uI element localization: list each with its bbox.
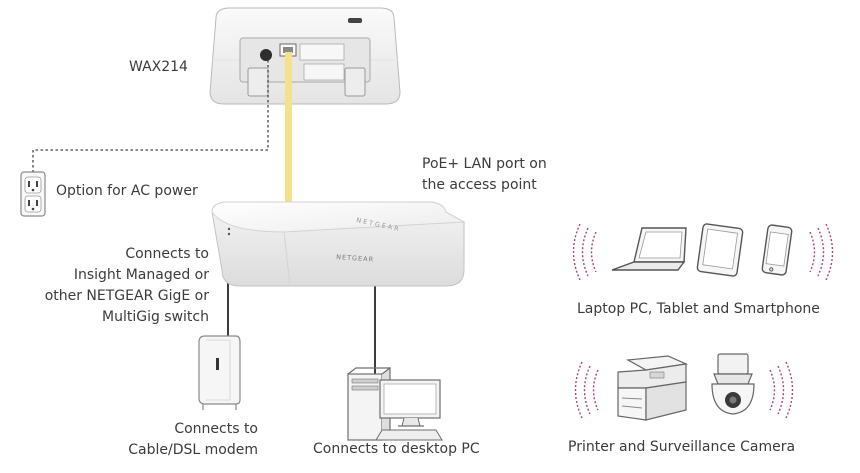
ac-outlet-icon: [20, 171, 46, 217]
switch-uplink-label-line-2: Insight Managed or: [73, 267, 209, 283]
tablet-icon: [696, 223, 744, 277]
switch-uplink-label-line-3: other NETGEAR GigE or: [44, 288, 209, 304]
modem-icon: [198, 335, 241, 410]
wifi-signal-icon: [572, 223, 834, 281]
modem-label: Connects to Cable/DSL modem: [128, 419, 258, 461]
poe-port-label-line-1: PoE+ LAN port on: [422, 156, 547, 172]
switch-brand-front: NETGEAR: [336, 253, 375, 264]
wireless-clients-label: Laptop PC, Tablet and Smartphone: [577, 301, 820, 317]
ac-power-label: Option for AC power: [56, 183, 198, 199]
surveillance-camera-icon: [711, 353, 755, 415]
printer-camera-label: Printer and Surveillance Camera: [568, 439, 796, 455]
switch-uplink-label: Connects to Insight Managed or other NET…: [45, 244, 209, 328]
switch-uplink-label-line-4: MultiGig switch: [102, 309, 209, 325]
access-point-model-label: WAX214: [129, 59, 188, 75]
modem-label-line-1: Connects to: [174, 421, 258, 437]
switch-uplink-label-line-1: Connects to: [125, 246, 209, 262]
laptop-icon: [611, 227, 687, 271]
switch-icon: NETGEAR NETGEAR: [211, 201, 466, 287]
wifi-signal-icon: [574, 361, 794, 419]
poe-port-label: PoE+ LAN port on the access point: [422, 154, 547, 196]
ac-power-cable: [32, 60, 269, 172]
access-point-icon: [209, 7, 401, 105]
modem-label-line-2: Cable/DSL modem: [128, 442, 258, 458]
desktop-label: Connects to desktop PC: [313, 441, 480, 457]
poe-cable: [285, 52, 292, 204]
smartphone-icon: [761, 224, 793, 276]
poe-port-label-line-2: the access point: [422, 177, 537, 193]
desktop-pc-icon: [347, 366, 443, 441]
printer-icon: [617, 355, 689, 421]
